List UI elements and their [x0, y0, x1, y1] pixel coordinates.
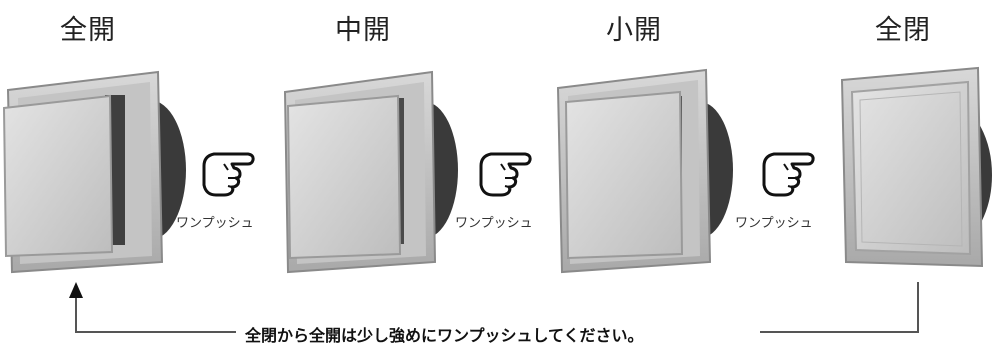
note-text: 全閉から全開は少し強めにワンプッシュしてください。 — [245, 326, 644, 345]
pointing-hand-icon — [475, 140, 535, 204]
pointing-hand-icon — [198, 140, 258, 204]
label-half-open: 中開 — [335, 15, 391, 46]
return-line-left — [75, 296, 236, 333]
push-label: ワンプッシュ — [176, 216, 254, 231]
return-line-right — [760, 282, 919, 333]
pointing-hand-icon — [758, 140, 818, 204]
vent-full-open — [2, 70, 186, 274]
label-small-open: 小開 — [606, 15, 662, 46]
label-closed: 全閉 — [875, 15, 931, 46]
vent-closed — [840, 66, 992, 268]
label-full-open: 全開 — [60, 15, 116, 46]
arrow-up-icon — [69, 282, 83, 298]
vent-small-open — [556, 68, 733, 274]
vent-half-open — [283, 70, 458, 274]
push-label: ワンプッシュ — [455, 216, 533, 231]
push-label: ワンプッシュ — [735, 216, 813, 231]
